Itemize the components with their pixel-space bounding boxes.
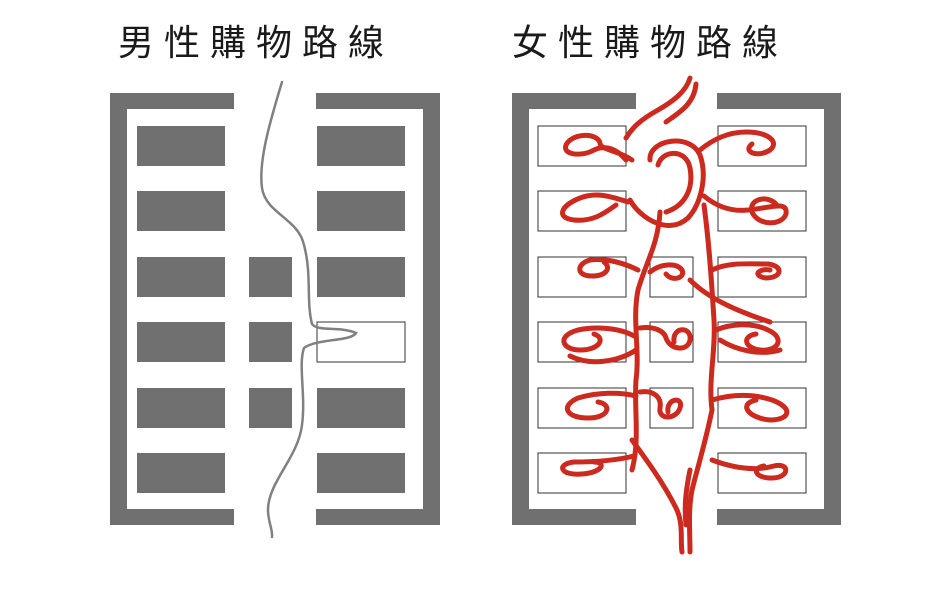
women-path-loop-right-1 xyxy=(697,129,776,157)
men-shelf-left-5 xyxy=(137,388,225,428)
men-shelf-right-3 xyxy=(317,257,405,297)
women-wall-top-right xyxy=(717,93,841,109)
men-store-plan xyxy=(110,80,440,539)
women-path-loop-left-2 xyxy=(560,192,631,223)
men-shelf-center-2 xyxy=(249,322,292,362)
women-path-spine-right xyxy=(701,202,717,413)
men-store-walls xyxy=(110,93,440,525)
women-path-branch-right xyxy=(687,277,773,325)
women-shopping-paths xyxy=(560,75,790,555)
women-path-exit-right xyxy=(687,407,715,555)
women-route-title: 女性購物路線 xyxy=(512,23,789,64)
men-shelves xyxy=(137,126,405,493)
women-path-exit-mid xyxy=(682,467,693,528)
men-wall-right xyxy=(423,93,440,525)
women-path-exit-left xyxy=(629,437,685,555)
men-route-title: 男性購物路線 xyxy=(118,23,395,64)
women-wall-right xyxy=(824,93,841,525)
women-path-loop-right-3 xyxy=(709,261,782,281)
women-path-loop-right-4 xyxy=(713,322,781,353)
women-path-loop-center-2 xyxy=(637,325,693,351)
women-path-loop-left-4 xyxy=(561,325,637,353)
women-shelf-right-6 xyxy=(717,452,807,494)
men-wall-top-right xyxy=(316,93,440,109)
men-wall-left xyxy=(110,93,127,525)
men-wall-bottom-right xyxy=(316,509,440,525)
women-path-entry xyxy=(623,75,693,141)
men-shelf-left-1 xyxy=(137,126,225,166)
women-wall-bottom-right xyxy=(717,509,841,525)
women-path-loop-left-3 xyxy=(577,257,641,279)
women-shelf-left-1 xyxy=(537,125,627,167)
men-shelf-left-4 xyxy=(137,322,225,362)
women-path-loop-right-5 xyxy=(709,392,790,423)
men-shelf-left-2 xyxy=(137,191,225,231)
men-shelf-right-5 xyxy=(317,388,405,428)
men-wall-top-left xyxy=(110,93,234,109)
women-path-loop-center-1 xyxy=(647,262,686,281)
women-path-loop-left-4b xyxy=(567,347,639,365)
women-path-loop-right-4b xyxy=(717,337,783,355)
women-path-top-hook-2 xyxy=(655,150,694,215)
women-wall-left xyxy=(512,93,529,525)
women-wall-top-left xyxy=(512,93,636,109)
women-path-loop-left-5 xyxy=(564,390,639,421)
women-path-loop-right-2 xyxy=(701,193,789,226)
women-path-loop-right-6 xyxy=(709,457,789,481)
men-shelf-left-6 xyxy=(137,453,225,493)
men-wall-bottom-left xyxy=(110,509,234,525)
women-path-entry-2 xyxy=(663,81,699,125)
men-shopping-path xyxy=(260,80,358,539)
women-store-walls xyxy=(512,93,841,525)
men-shelf-right-2 xyxy=(317,191,405,231)
women-shelves-visited xyxy=(537,125,807,494)
men-shelf-right-1 xyxy=(317,126,405,166)
men-shelf-center-1 xyxy=(249,257,292,297)
men-shelf-center-3 xyxy=(249,388,292,428)
women-path-loop-left-1 xyxy=(563,132,635,163)
women-wall-bottom-left xyxy=(512,509,636,525)
men-shelf-left-3 xyxy=(137,257,225,297)
women-store-plan xyxy=(512,75,841,555)
men-shelf-right-6 xyxy=(317,453,405,493)
women-path-loop-left-6 xyxy=(560,453,637,477)
women-path-loop-center-3 xyxy=(637,389,684,420)
